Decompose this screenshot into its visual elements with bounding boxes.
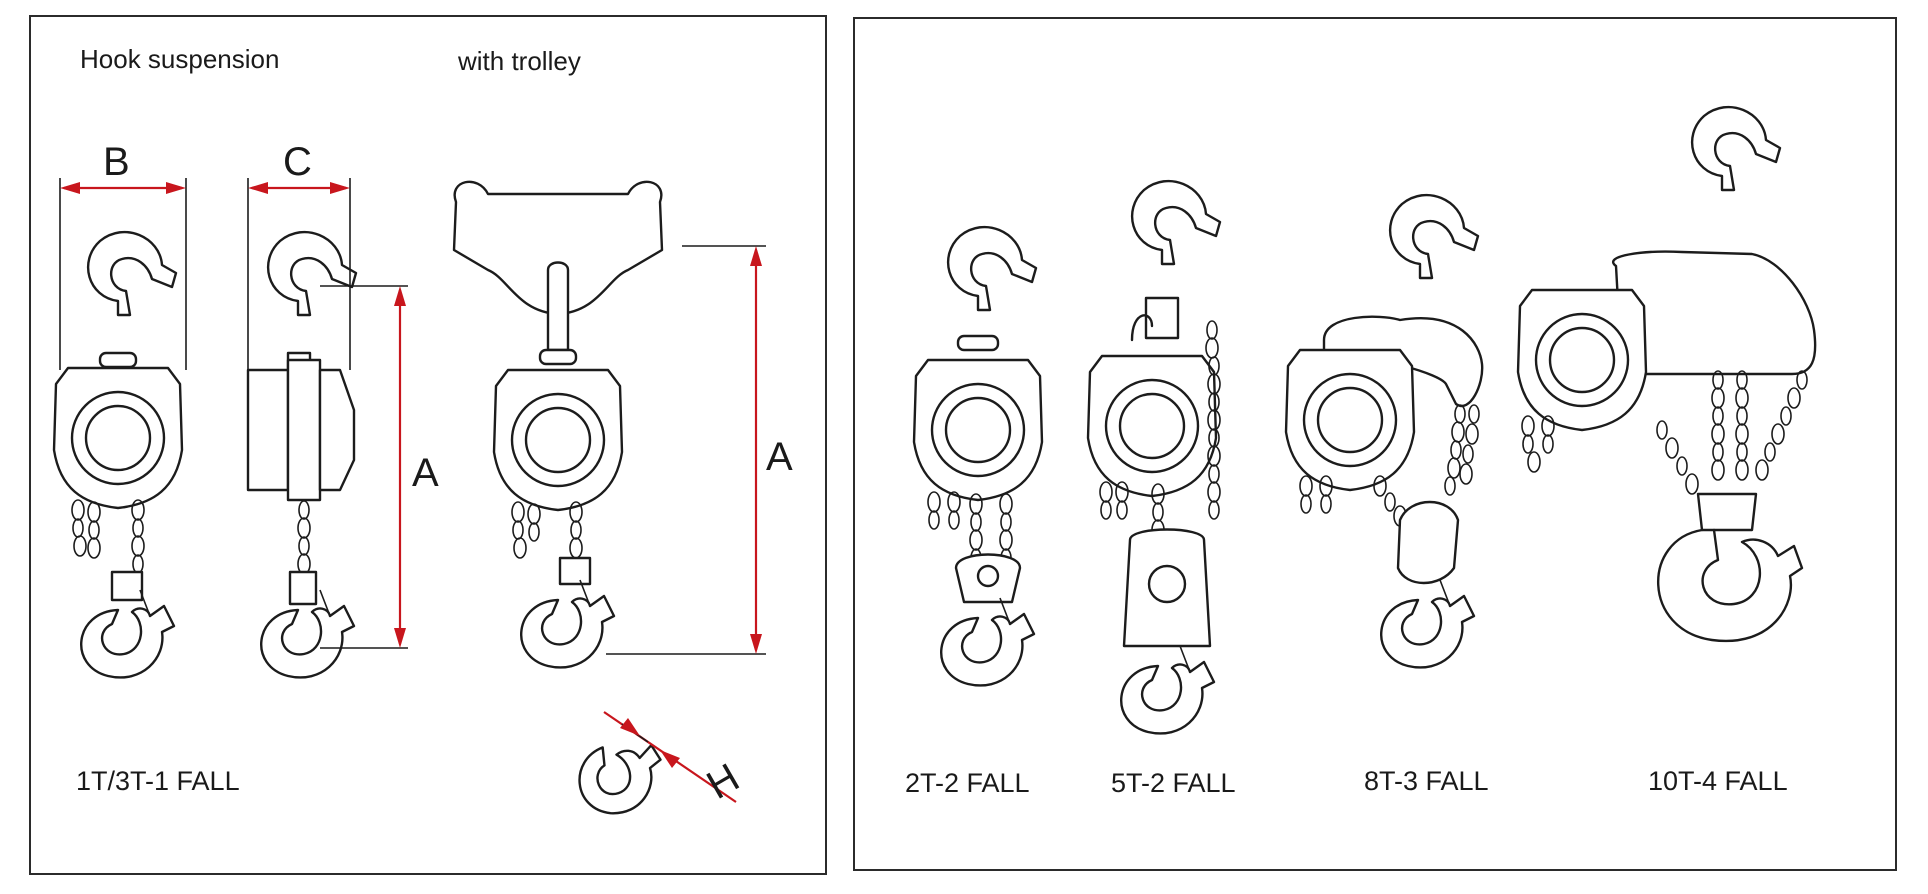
dimension-b: B xyxy=(59,140,187,370)
left-panel: Hook suspension with trolley xyxy=(29,15,827,875)
dim-label-a-hook: A xyxy=(412,451,439,495)
dim-label-c: C xyxy=(283,140,312,184)
hoist-side-view xyxy=(246,230,358,679)
caption-8t-3-fall: 8T-3 FALL xyxy=(1364,766,1489,796)
right-panel-border xyxy=(853,17,1897,871)
hoist-with-trolley xyxy=(452,180,664,669)
caption-5t-2-fall: 5T-2 FALL xyxy=(1111,768,1236,798)
hoist-front-view xyxy=(52,230,184,679)
dim-label-b: B xyxy=(103,140,130,184)
caption-1t-3t-1-fall: 1T/3T-1 FALL xyxy=(76,766,240,796)
right-panel: 2T-2 FALL 5T-2 FALL 8T-3 FALL 10T-4 FALL xyxy=(853,17,1897,871)
dimension-c: C xyxy=(247,140,351,370)
left-panel-border xyxy=(29,15,827,875)
dim-label-a-trolley: A xyxy=(766,435,793,479)
caption-10t-4-fall: 10T-4 FALL xyxy=(1648,766,1788,796)
hoist-2t-2-fall xyxy=(912,225,1044,687)
dimension-a-trolley: A xyxy=(606,245,793,655)
hoist-8t-3-fall xyxy=(1284,193,1484,669)
dimension-h: H xyxy=(578,711,747,815)
heading-with-trolley: with trolley xyxy=(457,46,581,76)
dimension-a-hook: A xyxy=(320,285,439,649)
heading-hook-suspension: Hook suspension xyxy=(80,44,279,74)
dim-label-h: H xyxy=(700,755,747,808)
caption-2t-2-fall: 2T-2 FALL xyxy=(905,768,1030,798)
hoist-10t-4-fall xyxy=(1516,105,1817,643)
hoist-5t-2-fall xyxy=(1086,179,1222,735)
